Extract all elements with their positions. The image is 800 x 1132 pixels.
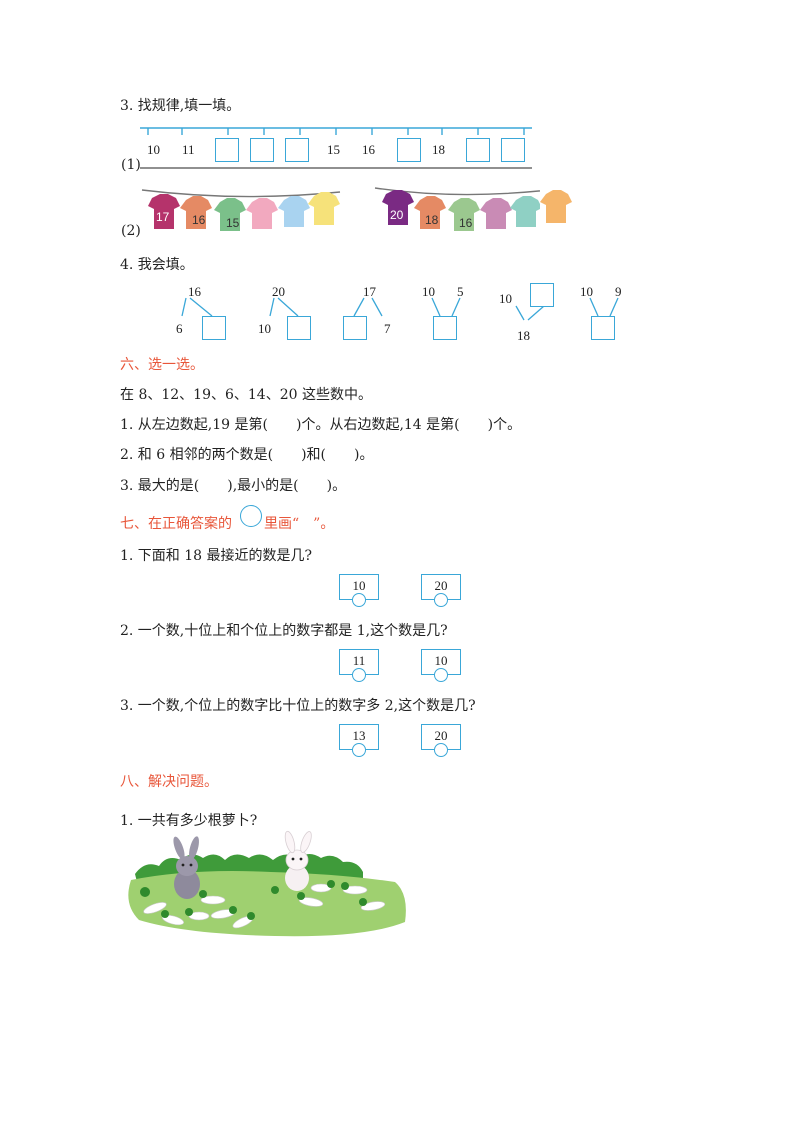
shirt-number: 20	[390, 208, 404, 222]
shirt-number: 18	[425, 213, 439, 227]
shirt-icon	[148, 194, 180, 229]
ruler-num-16: 16	[362, 142, 375, 157]
bond-top-20: 20	[272, 284, 285, 299]
section-8-title: 八、解决问题。	[120, 774, 218, 790]
bond-blank-box[interactable]	[343, 316, 367, 340]
section-7-q2: 2. 一个数,十位上和个位上的数字都是 1,这个数是几?	[120, 623, 448, 639]
ruler-blank-box[interactable]	[501, 138, 525, 162]
answer-circle[interactable]	[434, 743, 448, 757]
q3-title: 3. 找规律,填一填。	[120, 98, 241, 114]
bond-blank-box[interactable]	[530, 283, 554, 307]
shirt-icon	[540, 190, 572, 223]
rabbits-carrots-illustration	[128, 830, 406, 937]
bond-b-9: 9	[615, 284, 622, 299]
number-ruler	[140, 127, 532, 169]
shirt-number: 15	[226, 216, 240, 230]
answer-circle[interactable]	[434, 593, 448, 607]
part1-label: (1)	[121, 157, 141, 173]
section-6-intro: 在 8、12、19、6、14、20 这些数中。	[120, 387, 372, 403]
bond-bottom-18: 18	[517, 328, 530, 343]
answer-circle[interactable]	[352, 593, 366, 607]
rabbit-icon	[173, 836, 200, 899]
bond-blank-box[interactable]	[202, 316, 226, 340]
bond-top-16: 16	[188, 284, 201, 299]
bond-a-10: 10	[580, 284, 593, 299]
section-7-q1: 1. 下面和 18 最接近的数是几?	[120, 548, 313, 564]
ruler-num-10: 10	[147, 142, 160, 157]
shirt-number: 17	[156, 210, 170, 224]
ruler-num-18: 18	[432, 142, 445, 157]
ruler-num-15: 15	[327, 142, 340, 157]
clothesline-illustration	[141, 187, 540, 231]
section-6-q1: 1. 从左边数起,19 是第( )个。从右边数起,14 是第( )个。	[120, 417, 522, 433]
ruler-blank-box[interactable]	[285, 138, 309, 162]
part2-label: (2)	[121, 223, 141, 239]
ruler-num-11: 11	[182, 142, 195, 157]
section-7-q3: 3. 一个数,个位上的数字比十位上的数字多 2,这个数是几?	[120, 698, 476, 714]
shirt-number: 16	[459, 216, 473, 230]
ruler-blank-box[interactable]	[466, 138, 490, 162]
section-6-q3: 3. 最大的是( ),最小的是( )。	[120, 478, 347, 494]
q4-title: 4. 我会填。	[120, 257, 194, 273]
section-6-title: 六、选一选。	[120, 357, 204, 373]
ruler-blank-box[interactable]	[250, 138, 274, 162]
bond-left-6: 6	[176, 321, 183, 336]
bond-blank-box[interactable]	[287, 316, 311, 340]
answer-circle[interactable]	[434, 668, 448, 682]
section-7-title-b: 里画“ ”。	[264, 516, 335, 532]
ruler-blank-box[interactable]	[215, 138, 239, 162]
bond-right-7: 7	[384, 321, 391, 336]
section-7-title-a: 七、在正确答案的	[120, 516, 232, 532]
answer-circle[interactable]	[352, 668, 366, 682]
shirt-number: 16	[192, 213, 206, 227]
bond-b-5: 5	[457, 284, 464, 299]
answer-circle[interactable]	[352, 743, 366, 757]
bond-top-17: 17	[363, 284, 376, 299]
bond-a-10: 10	[422, 284, 435, 299]
section-6-q2: 2. 和 6 相邻的两个数是( )和( )。	[120, 447, 374, 463]
rabbit-icon	[284, 830, 312, 891]
bond-blank-box[interactable]	[433, 316, 457, 340]
ruler-blank-box[interactable]	[397, 138, 421, 162]
bond-blank-box[interactable]	[591, 316, 615, 340]
bond-left-10: 10	[258, 321, 271, 336]
section-8-q1: 1. 一共有多少根萝卜?	[120, 813, 258, 829]
bond-a-10: 10	[499, 291, 512, 306]
number-bond-lines	[181, 297, 619, 321]
circle-icon	[240, 505, 262, 527]
